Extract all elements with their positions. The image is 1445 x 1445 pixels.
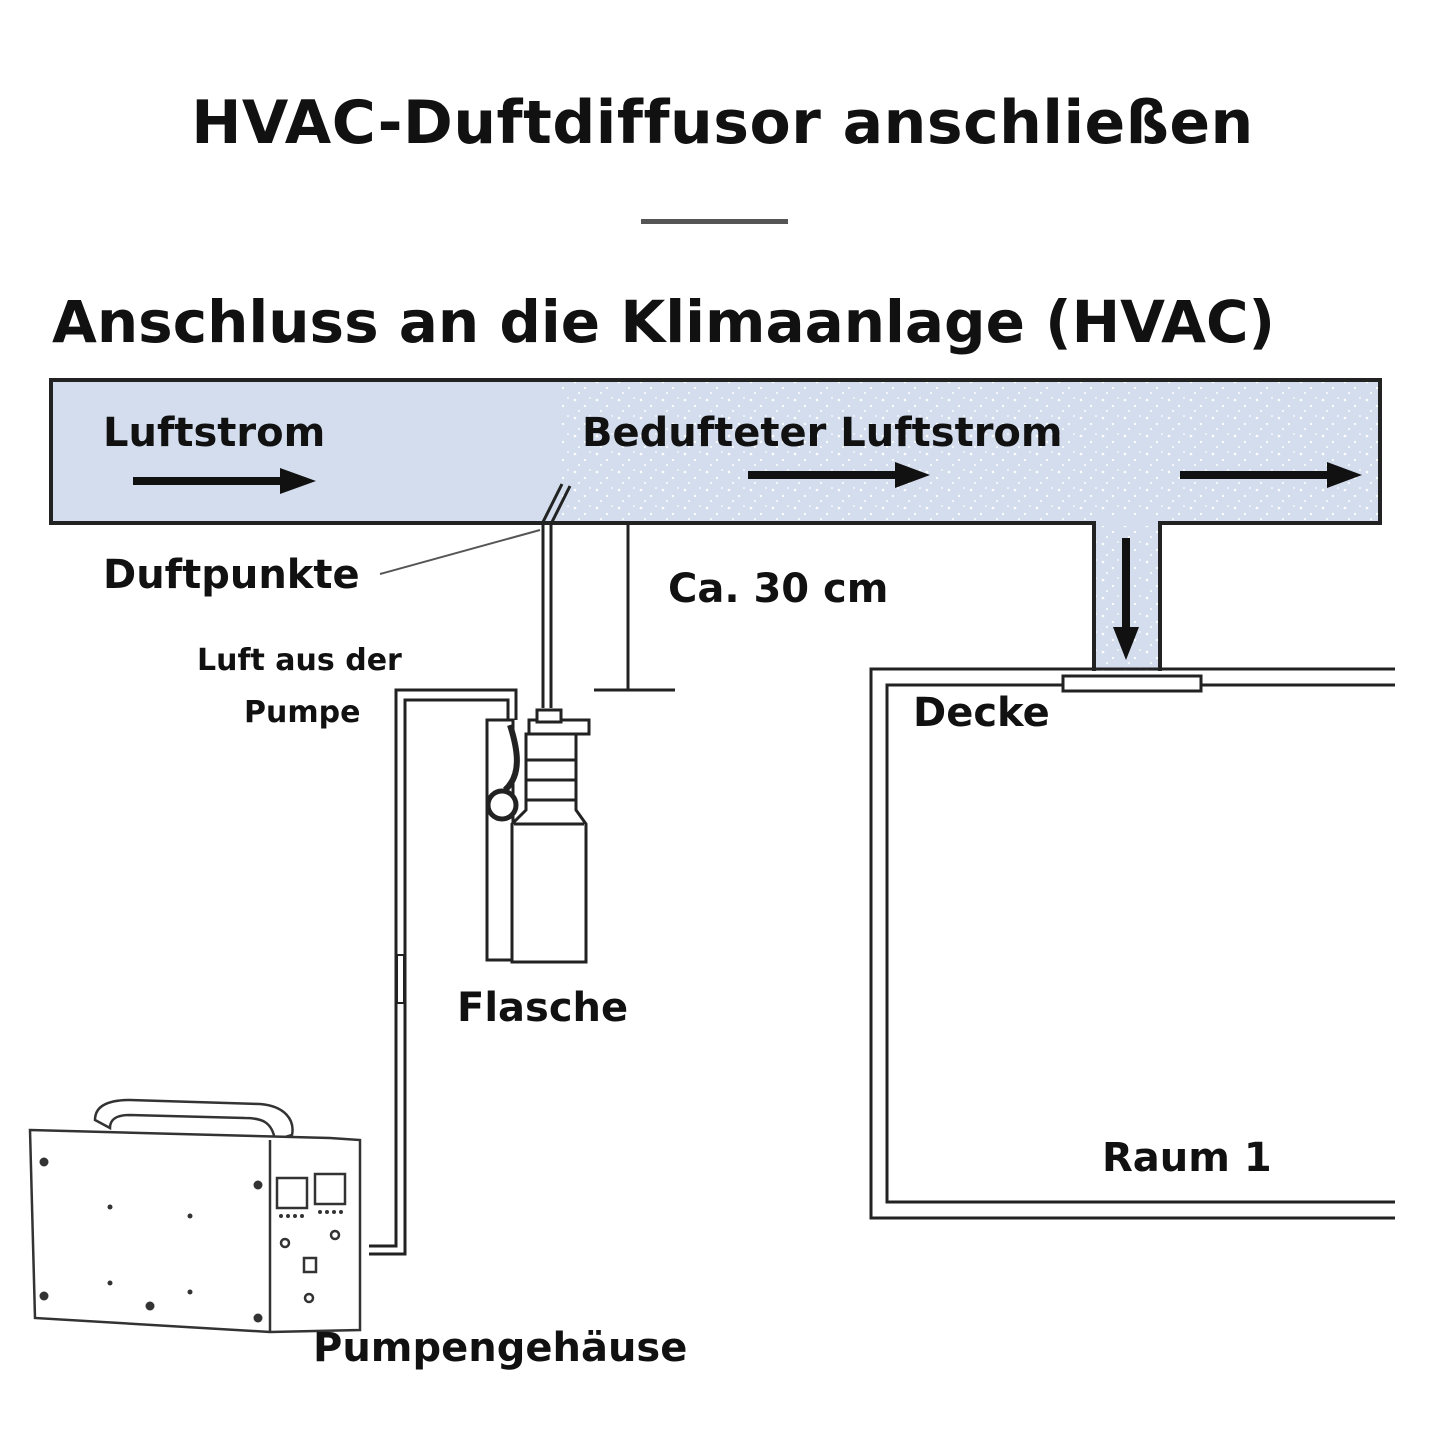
pump-housing-label: Pumpengehäuse <box>313 1325 688 1371</box>
airflow-label: Luftstrom <box>103 410 326 456</box>
ceiling-label: Decke <box>913 690 1050 736</box>
scented-arrow-1 <box>748 462 930 488</box>
diagram-subtitle: Anschluss an die Klimaanlage (HVAC) <box>52 288 1276 356</box>
page-title: HVAC-Duftdiffusor anschließen <box>191 88 1254 158</box>
scent-points-leader <box>379 529 541 575</box>
scent-tube <box>541 483 564 708</box>
bottle <box>485 708 591 964</box>
bottle-label: Flasche <box>457 985 629 1031</box>
ceiling-vent <box>1061 674 1203 693</box>
pump-housing <box>28 1098 362 1334</box>
airflow-arrow <box>133 468 316 494</box>
distance-label: Ca. 30 cm <box>668 566 889 612</box>
room-label: Raum 1 <box>1102 1135 1272 1181</box>
pump-air-label-line1: Luft aus der <box>197 643 402 678</box>
scent-points-label: Duftpunkte <box>103 552 360 598</box>
scented-airflow-label: Bedufteter Luftstrom <box>582 410 1063 456</box>
down-arrow <box>1113 538 1139 660</box>
pump-air-label-line2: Pumpe <box>244 695 361 730</box>
scented-arrow-2 <box>1180 462 1362 488</box>
scent-particles <box>560 382 1378 521</box>
air-hose <box>369 688 518 1256</box>
title-divider <box>641 219 788 224</box>
pump-screws <box>39 1157 343 1323</box>
